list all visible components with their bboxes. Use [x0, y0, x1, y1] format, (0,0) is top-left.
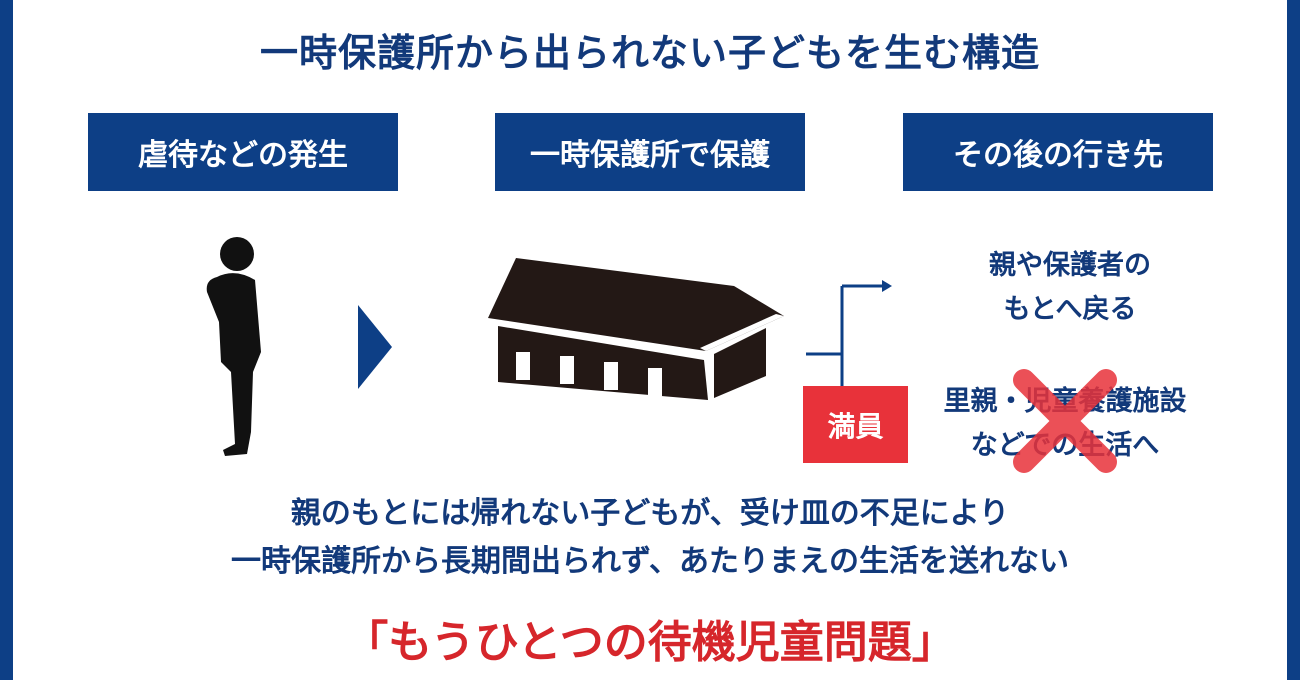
right-border: [1287, 0, 1300, 680]
left-border: [0, 0, 13, 680]
page-title: 一時保護所から出られない子どもを生む構造: [259, 31, 1040, 75]
step-box-protection: 一時保護所で保護: [495, 113, 805, 191]
shelter-house-icon: [488, 258, 784, 400]
headline: 「もうひとつの待機児童問題」: [344, 617, 956, 668]
cross-mark-icon: [1013, 369, 1117, 473]
destination-line: 親や保護者の: [989, 250, 1151, 281]
summary-message: 親のもとには帰れない子どもが、受け皿の不足により 一時保護所から長期間出られず、…: [0, 490, 1300, 586]
step-box-abuse: 虐待などの発生: [88, 113, 398, 191]
step-box-destination: その後の行き先: [903, 113, 1213, 191]
message-line: 一時保護所から長期間出られず、あたりまえの生活を送れない: [231, 544, 1069, 579]
destination-line: もとへ戻る: [1003, 294, 1137, 325]
message-line: 親のもとには帰れない子どもが、受け皿の不足により: [290, 496, 1010, 531]
arrow-right-icon: [358, 305, 392, 389]
full-capacity-badge: 満員: [803, 386, 908, 463]
child-silhouette-icon: [206, 237, 261, 456]
destination-return-home: 親や保護者の もとへ戻る: [940, 244, 1200, 332]
branch-connector-icon: [806, 280, 892, 388]
